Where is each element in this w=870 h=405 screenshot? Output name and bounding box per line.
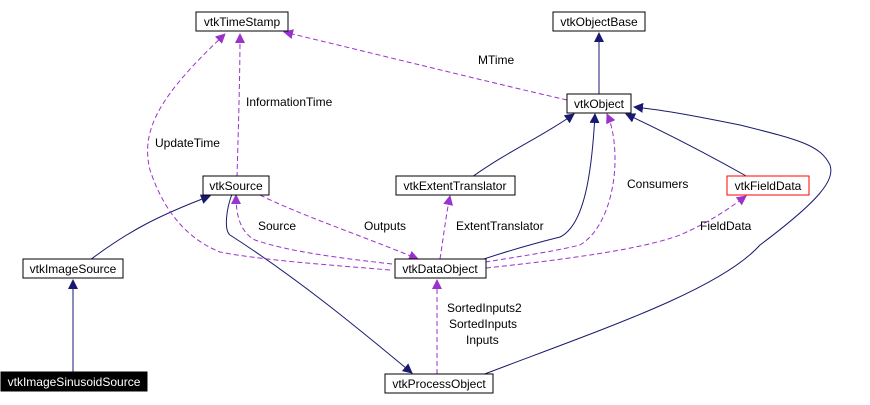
node-vtkfielddata[interactable]: vtkFieldData <box>726 175 810 196</box>
node-label: vtkTimeStamp <box>204 15 281 29</box>
edge-imagesource-to-source <box>89 194 211 261</box>
label-inputs: Inputs <box>466 333 499 347</box>
edge-object-mtime <box>283 29 568 101</box>
label-sorted-inputs2: SortedInputs2 <box>447 301 522 315</box>
label-consumers: Consumers <box>627 177 688 191</box>
node-label: vtkObject <box>574 97 625 111</box>
edge-source-informationtime <box>234 33 245 178</box>
edge-dataobject-fielddata <box>485 195 747 269</box>
edge-dataobject-to-object <box>474 113 600 263</box>
node-vtkdataobject[interactable]: vtkDataObject <box>394 258 487 279</box>
node-vtkobject[interactable]: vtkObject <box>566 93 632 114</box>
edge-dataobject-source <box>231 194 393 265</box>
label-outputs: Outputs <box>364 219 406 233</box>
label-extent-translator: ExtentTranslator <box>456 219 544 233</box>
edge-processobject-from-source <box>225 193 413 374</box>
edge-fielddata-to-object <box>625 113 749 178</box>
node-vtktimestamp[interactable]: vtkTimeStamp <box>195 11 289 32</box>
node-vtkimagesource[interactable]: vtkImageSource <box>22 258 124 279</box>
node-vtkimagesinusoidsource[interactable]: vtkImageSinusoidSource <box>0 371 148 392</box>
node-label: vtkObjectBase <box>560 15 638 29</box>
node-label: vtkDataObject <box>402 262 478 276</box>
edge-processobject-to-object <box>481 102 832 376</box>
node-label: vtkExtentTranslator <box>404 179 507 193</box>
edge-dataobject-updatetime <box>147 33 391 271</box>
node-label: vtkImageSinusoidSource <box>8 375 141 389</box>
edge-dataobject-extenttranslator <box>439 195 454 260</box>
node-vtksource[interactable]: vtkSource <box>202 175 270 196</box>
label-sorted-inputs: SortedInputs <box>449 317 517 331</box>
node-vtkextenttranslator[interactable]: vtkExtentTranslator <box>395 175 516 196</box>
node-label: vtkSource <box>209 179 263 193</box>
label-field-data: FieldData <box>700 219 752 233</box>
edge-extenttranslator-to-object <box>471 113 575 178</box>
node-vtkprocessobject[interactable]: vtkProcessObject <box>384 373 494 394</box>
usage-edges <box>147 29 747 374</box>
node-label: vtkProcessObject <box>392 377 486 391</box>
label-information-time: InformationTime <box>246 95 333 109</box>
edge-labels: MTime InformationTime UpdateTime Consume… <box>155 53 752 347</box>
edge-source-outputs <box>259 194 419 261</box>
inheritance-edges <box>68 32 832 376</box>
label-update-time: UpdateTime <box>155 136 220 150</box>
node-vtkobjectbase[interactable]: vtkObjectBase <box>552 11 646 32</box>
label-mtime: MTime <box>478 53 515 67</box>
node-label: vtkImageSource <box>30 262 117 276</box>
label-source: Source <box>258 219 296 233</box>
node-label: vtkFieldData <box>735 179 802 193</box>
